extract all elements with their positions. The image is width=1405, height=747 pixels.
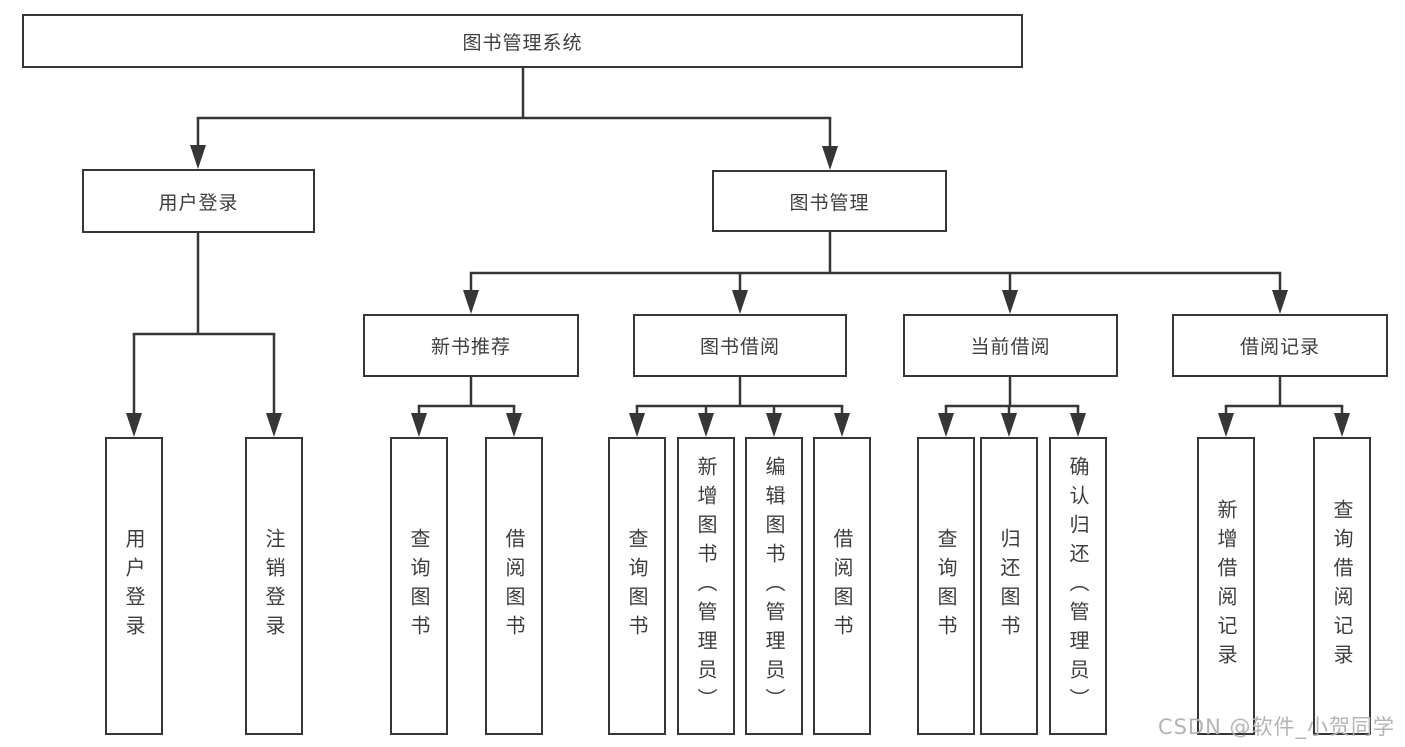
node-library-management-system: 图书管理系统 [22,14,1023,68]
leaf-confirm-return-admin: 确认归还（管理员） [1049,437,1107,735]
leaf-add-borrow-record: 新增借阅记录 [1197,437,1255,735]
node-book-borrowing: 图书借阅 [633,314,847,377]
leaf-query-borrow-record: 查询借阅记录 [1313,437,1371,735]
leaf-return-books: 归还图书 [980,437,1038,735]
node-borrowing-records: 借阅记录 [1172,314,1388,377]
leaf-borrow-books: 借阅图书 [813,437,871,735]
leaf-logout: 注销登录 [245,437,303,735]
node-book-management: 图书管理 [712,170,947,232]
leaf-query-books-recommend: 查询图书 [390,437,448,735]
csdn-watermark: CSDN @软件_小贺同学 [1157,715,1395,739]
leaf-query-books-borrow: 查询图书 [608,437,666,735]
leaf-borrow-books-recommend: 借阅图书 [485,437,543,735]
node-current-borrowing: 当前借阅 [903,314,1118,377]
leaf-add-books-admin: 新增图书（管理员） [677,437,735,735]
leaf-edit-books-admin: 编辑图书（管理员） [745,437,803,735]
node-new-book-recommendation: 新书推荐 [363,314,579,377]
leaf-user-login: 用户登录 [105,437,163,735]
node-user-login: 用户登录 [82,169,315,233]
leaf-query-books-current: 查询图书 [917,437,975,735]
